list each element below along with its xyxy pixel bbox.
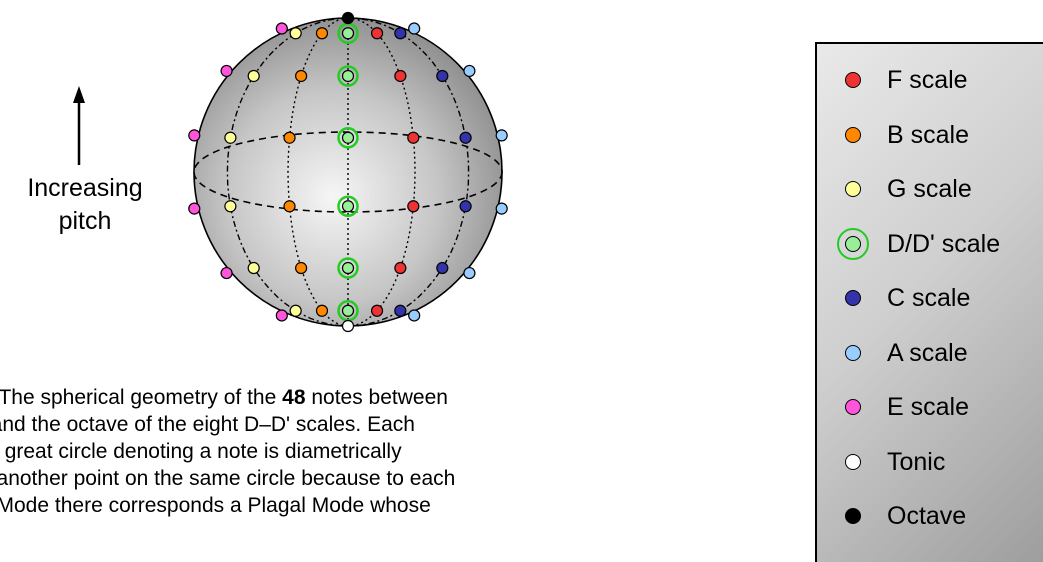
legend-item: G scale — [835, 171, 1043, 211]
note-point — [436, 69, 449, 83]
legend-item: E scale — [835, 389, 1043, 429]
note-point — [275, 309, 288, 322]
caption-line-5: ntic Mode there corresponds a Plagal Mod… — [0, 494, 431, 517]
arrow-label-line-2: pitch — [58, 207, 112, 235]
note-point — [394, 261, 407, 275]
note-ring — [337, 257, 359, 279]
pitch-arrow-label: Increasing pitch — [0, 172, 170, 238]
caption-line-2: nic and the octave of the eight D–D' sca… — [0, 413, 415, 436]
legend-dot-marker — [845, 399, 861, 415]
legend-dot-marker — [845, 508, 861, 524]
legend-ring-marker — [837, 227, 869, 260]
legend-dot-marker — [845, 453, 861, 470]
legend-label: D/D' scale — [887, 229, 1001, 258]
sphere — [188, 11, 508, 333]
note-point — [295, 69, 308, 83]
figure-caption: e 8. The spherical geometry of the 48 no… — [0, 384, 698, 519]
note-point — [224, 131, 237, 144]
note-point — [341, 200, 355, 213]
note-point — [295, 261, 308, 275]
legend-label: E scale — [887, 393, 969, 421]
note-point — [341, 27, 355, 40]
note-point — [341, 261, 355, 275]
arrow-label-line-1: Increasing — [27, 174, 143, 202]
legend-dot-marker — [845, 181, 861, 197]
legend-item: Octave — [835, 498, 1043, 538]
note-point — [247, 69, 260, 83]
octave-point — [341, 11, 355, 25]
note-point — [341, 69, 355, 83]
note-point — [408, 309, 421, 322]
legend-item: A scale — [835, 335, 1043, 375]
legend-item: F scale — [835, 62, 1043, 102]
legend-item: B scale — [835, 117, 1043, 157]
note-point — [436, 261, 449, 275]
note-point — [315, 304, 329, 317]
caption-line-4: site another point on the same circle be… — [0, 467, 456, 490]
note-point — [188, 129, 201, 142]
legend-dot-marker — [845, 290, 861, 306]
legend-dot-marker — [845, 126, 861, 143]
legend-label: Tonic — [887, 447, 946, 476]
legend-label: B scale — [887, 120, 969, 149]
note-point — [247, 261, 260, 275]
note-point — [275, 22, 288, 35]
note-ring — [337, 126, 359, 149]
note-point — [394, 69, 407, 83]
note-point — [463, 64, 476, 78]
caption-line-1: e 8. The spherical geometry of the 48 no… — [0, 386, 448, 409]
note-point — [495, 202, 508, 215]
legend-label: F scale — [887, 66, 968, 94]
note-point — [394, 304, 407, 317]
note-point — [394, 27, 407, 40]
legend-dot-marker — [845, 344, 861, 361]
note-point — [463, 266, 476, 280]
note-point — [495, 129, 508, 142]
note-point — [315, 27, 329, 40]
meridian-line — [347, 17, 416, 327]
note-point — [408, 22, 421, 35]
legend-item: D/D' scale — [835, 226, 1043, 266]
legend-item: Tonic — [835, 444, 1043, 484]
legend-label: Octave — [887, 502, 967, 530]
note-point — [370, 304, 384, 317]
note-point — [283, 200, 296, 213]
note-point — [289, 27, 302, 40]
pitch-arrow — [73, 86, 85, 165]
note-point — [220, 266, 233, 280]
note-point — [370, 27, 384, 40]
meridian-line — [287, 17, 349, 327]
note-point — [341, 131, 355, 144]
note-point — [188, 202, 201, 215]
meridian-line — [347, 17, 470, 327]
note-ring — [337, 195, 359, 218]
note-point — [283, 131, 296, 144]
note-point — [407, 131, 420, 144]
note-point — [341, 304, 355, 317]
legend-label: G scale — [887, 175, 972, 203]
note-point — [224, 200, 237, 213]
legend-label: A scale — [887, 338, 968, 367]
note-ring — [337, 65, 359, 87]
note-point — [220, 64, 233, 78]
note-point — [459, 200, 472, 213]
legend-dot-marker — [845, 235, 861, 252]
note-point — [289, 304, 302, 317]
tonic-point — [341, 319, 355, 333]
note-point — [459, 131, 472, 144]
legend-label: C scale — [887, 284, 971, 312]
sphere-figure — [73, 11, 508, 333]
legend-dot-marker — [845, 72, 861, 88]
caption-line-3: on a great circle denoting a note is dia… — [0, 440, 402, 463]
note-point — [407, 200, 420, 213]
meridian-line — [226, 17, 349, 327]
legend-item: C scale — [835, 280, 1043, 320]
